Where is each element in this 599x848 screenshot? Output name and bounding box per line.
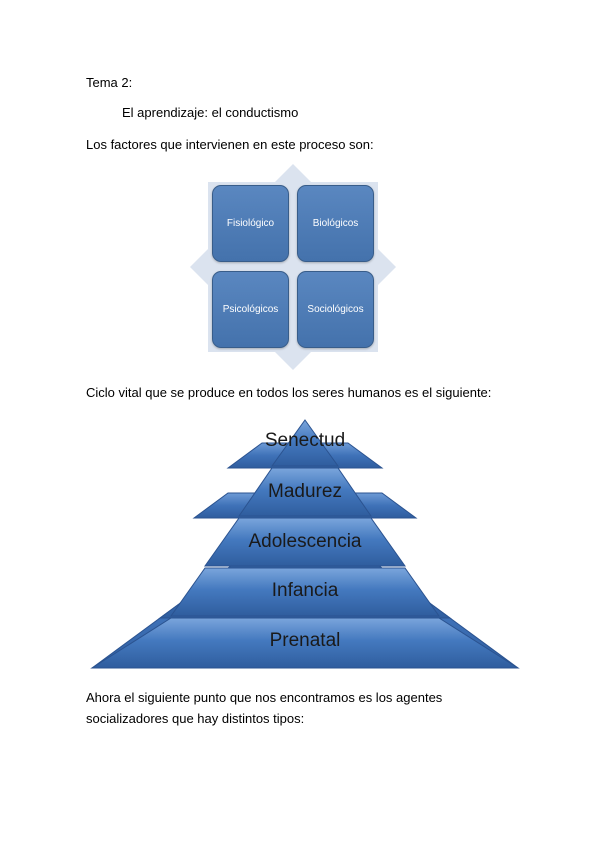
subheading: El aprendizaje: el conductismo (122, 105, 299, 120)
factor-box-psicologicos: Psicológicos (212, 271, 289, 348)
factor-box-sociologicos: Sociológicos (297, 271, 374, 348)
life-cycle-pyramid: Senectud Madurez Adolescencia Infancia P… (90, 418, 520, 670)
arrow-up-shape (273, 164, 313, 184)
factor-label: Fisiológico (226, 218, 275, 229)
pyramid-level-prenatal-band (90, 617, 520, 669)
arrow-right-shape (376, 247, 396, 287)
pyramid-level-adolescencia (204, 517, 406, 567)
factor-label: Psicológicos (222, 304, 279, 315)
pyramid-level-madurez (238, 467, 372, 517)
cycle-intro-text: Ciclo vital que se produce en todos los … (86, 385, 492, 400)
factor-box-fisiologico: Fisiológico (212, 185, 289, 262)
pyramid-label-prenatal: Prenatal (269, 630, 341, 651)
factor-label: Biológicos (312, 218, 359, 229)
closing-text-line-1: Ahora el siguiente punto que nos encontr… (86, 690, 443, 705)
pyramid-level-senectud (271, 419, 339, 467)
factors-matrix-diagram: Fisiológico Biológicos Psicológicos Soci… (190, 164, 396, 370)
factor-label: Sociológicos (307, 304, 364, 315)
pyramid-label-madurez: Madurez (268, 481, 342, 502)
factor-box-biologicos: Biológicos (297, 185, 374, 262)
arrow-down-shape (273, 350, 313, 370)
pyramid-level-infancia-band (170, 567, 440, 617)
pyramid-label-senectud: Senectud (264, 430, 346, 451)
pyramid-label-infancia: Infancia (271, 580, 339, 601)
pyramid-label-adolescencia: Adolescencia (248, 531, 362, 552)
closing-text-line-2: socializadores que hay distintos tipos: (86, 711, 305, 726)
arrow-left-shape (190, 247, 210, 287)
intro-text: Los factores que intervienen en este pro… (86, 137, 374, 152)
heading: Tema 2: (86, 75, 133, 90)
